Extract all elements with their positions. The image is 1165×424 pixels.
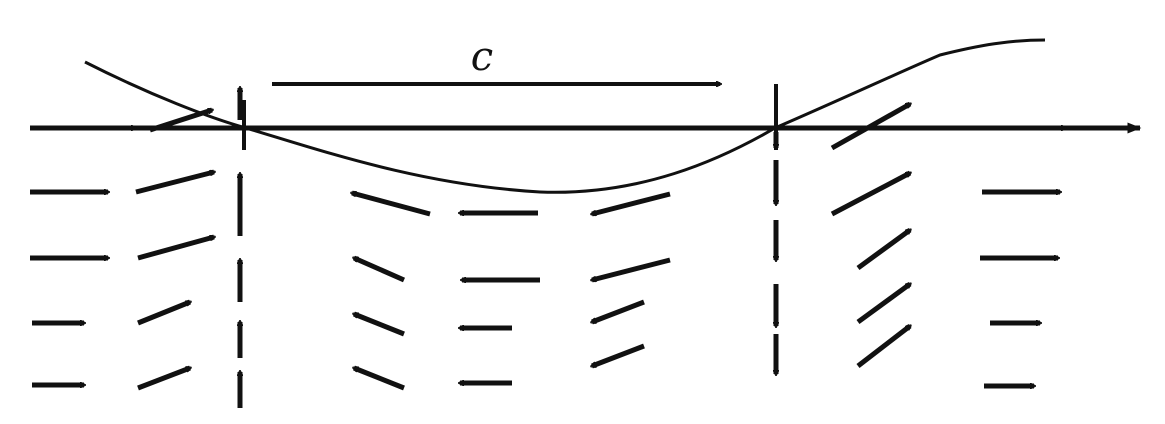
velocity-arrow [354,311,405,337]
velocity-arrow [856,281,910,325]
velocity-arrow [135,172,214,195]
velocity-arrow [592,299,645,325]
particle-velocity-field [30,88,1065,408]
wave-speed-label: c [471,34,493,80]
velocity-arrow [352,193,431,217]
velocity-arrow [830,170,910,217]
velocity-arrow [354,255,406,283]
velocity-arrow [592,191,671,214]
velocity-arrow [354,365,405,391]
velocity-arrow [137,365,190,391]
velocity-arrow [137,299,190,326]
velocity-arrow [137,237,214,261]
velocity-arrow [830,101,910,151]
velocity-arrow [592,343,645,369]
velocity-arrow [149,107,212,133]
velocity-arrow [592,257,671,280]
velocity-arrow [856,326,910,368]
wave-surface-curve [84,38,1046,194]
velocity-arrow [856,227,910,271]
